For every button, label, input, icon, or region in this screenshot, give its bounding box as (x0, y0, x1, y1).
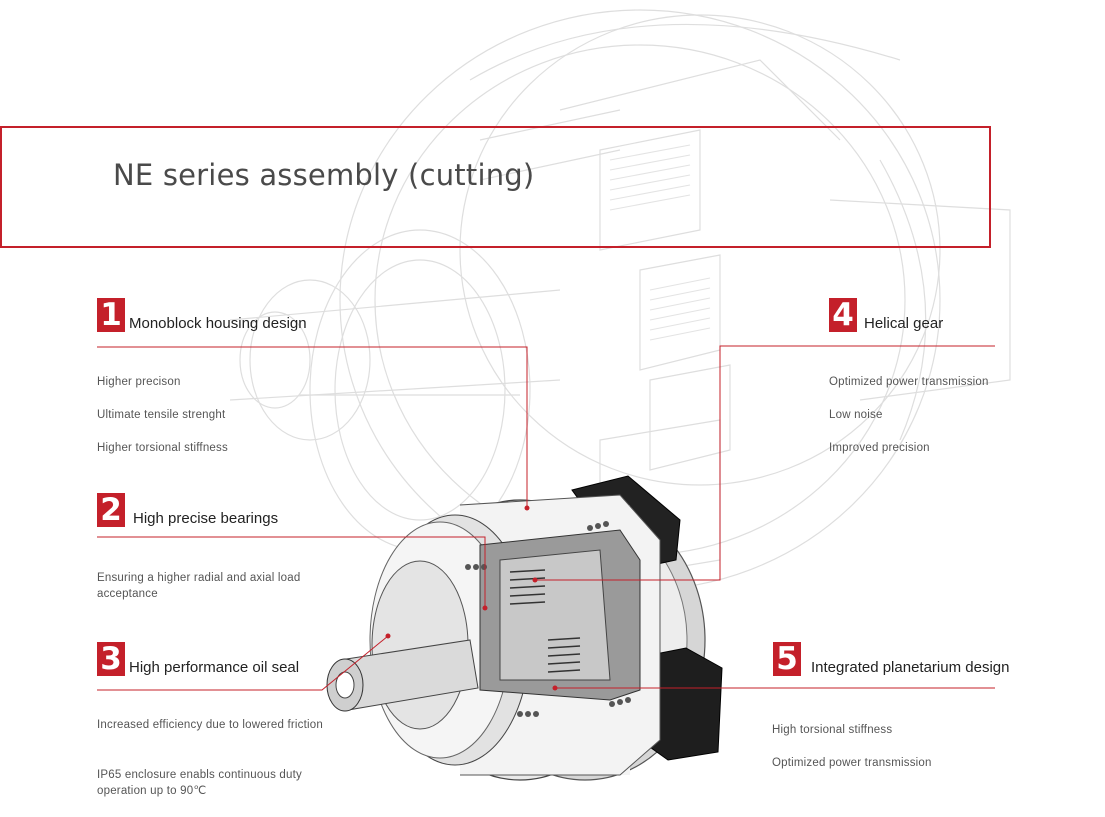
leader-dot-2 (482, 605, 488, 611)
title-banner: NE series assembly (cutting) (0, 126, 991, 248)
feature-1-number-badge: 1 (97, 298, 125, 332)
feature-1-item-3: Higher torsional stiffness (97, 442, 228, 454)
feature-3-item-1: Increased efficiency due to lowered fric… (97, 719, 323, 731)
feature-5-title: Integrated planetarium design (811, 659, 1010, 676)
feature-1-item-1: Higher precison (97, 376, 181, 388)
leader-line-4 (535, 345, 995, 581)
feature-5-item-2: Optimized power transmission (772, 757, 932, 769)
leader-line-2 (97, 536, 486, 608)
leader-dot-5 (552, 685, 558, 691)
feature-5-header: 5 Integrated planetarium design (773, 642, 1009, 682)
feature-1-title: Monoblock housing design (129, 315, 307, 332)
feature-2-number-badge: 2 (97, 493, 125, 527)
feature-3-number-badge: 3 (97, 642, 125, 676)
feature-2-title: High precise bearings (133, 510, 279, 527)
output-shaft (326, 639, 479, 712)
feature-1-item-2: Ultimate tensile strenght (97, 409, 226, 421)
feature-3-title: High performance oil seal (129, 659, 300, 676)
feature-5-item-1: High torsional stiffness (772, 724, 893, 736)
feature-2-item-1: Ensuring a higher radial and axial load … (97, 572, 301, 600)
feature-4-item-2: Low noise (829, 409, 883, 421)
feature-2-header: 2 High precise bearings (97, 493, 497, 533)
feature-4-title: Helical gear (864, 315, 944, 332)
feature-5-number-badge: 5 (773, 642, 801, 676)
feature-4-number-badge: 4 (829, 298, 857, 332)
page-title: NE series assembly (cutting) (113, 158, 535, 192)
leader-dot-1 (524, 505, 530, 511)
feature-4-item-1: Optimized power transmission (829, 376, 989, 388)
feature-4-item-3: Improved precision (829, 442, 930, 454)
leader-line-3 (97, 635, 389, 691)
feature-3-item-2: IP65 enclosure enabls continuous duty op… (97, 769, 302, 797)
cut-section (465, 521, 641, 717)
feature-1-header: 1 Monoblock housing design (97, 298, 537, 338)
leader-dot-3 (385, 633, 391, 639)
leader-line-1 (97, 346, 528, 508)
leader-dot-4 (532, 577, 538, 583)
feature-3-header: 3 High performance oil seal (97, 642, 497, 682)
feature-4-header: 4 Helical gear (829, 298, 995, 338)
